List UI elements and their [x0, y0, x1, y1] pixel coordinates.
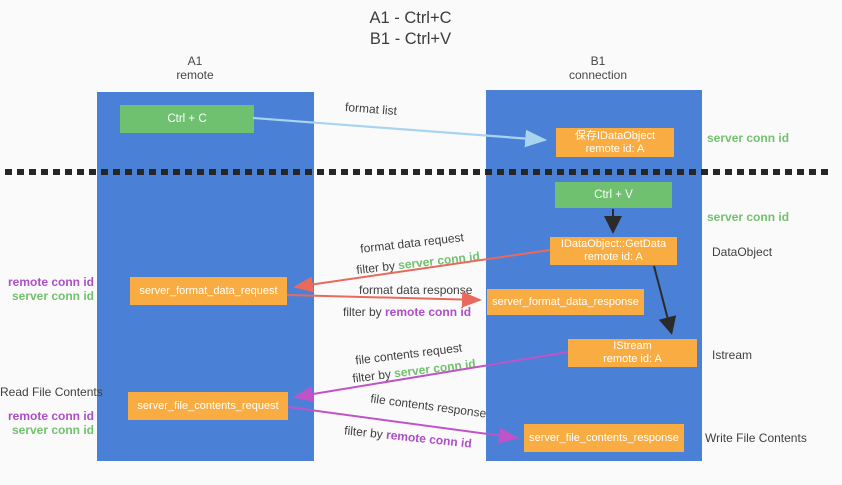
server-format-data-response-node: server_format_data_response	[487, 289, 644, 315]
server-conn-id-label-lower: server conn id	[11, 422, 94, 437]
save-idataobject-node: 保存IDataObject remote id: A	[556, 128, 674, 157]
file-contents-response-label: file contents response	[369, 391, 488, 421]
ctrl-c-node: Ctrl + C	[120, 105, 254, 133]
format-list-label: format list	[344, 99, 398, 119]
save-idataobject-line2: remote id: A	[585, 142, 645, 155]
diagram-title: A1 - Ctrl+C B1 - Ctrl+V	[0, 8, 821, 50]
read-file-contents-label: Read File Contents	[0, 385, 103, 399]
right-column-id: B1	[590, 54, 606, 68]
remote-conn-id-label-lower: remote conn id	[7, 409, 94, 423]
server-conn-id-label-top: server conn id	[707, 131, 790, 145]
istream-side-label: Istream	[712, 348, 753, 362]
filter-by-text: filter by	[351, 366, 396, 386]
left-column-header: A1 remote	[87, 54, 303, 82]
server-file-contents-request-label: server_file_contents_request	[137, 399, 279, 412]
server-format-data-request-label: server_format_data_request	[139, 284, 278, 297]
remote-conn-id-inline: remote conn id	[385, 305, 472, 319]
conn-id-stack-upper: remote conn id server conn id	[0, 275, 94, 303]
istream-node: IStream remote id: A	[568, 339, 697, 367]
server-conn-id-label-mid: server conn id	[707, 210, 790, 224]
server-conn-id-label-upper: server conn id	[11, 288, 94, 303]
server-file-contents-request-node: server_file_contents_request	[128, 392, 288, 420]
save-idataobject-line1: 保存IDataObject	[574, 129, 656, 142]
filter-by-text: filter by	[343, 423, 387, 442]
right-column-header: B1 connection	[490, 54, 706, 82]
dotted-divider	[5, 169, 833, 175]
getdata-line2: remote id: A	[584, 251, 643, 263]
server-file-contents-response-label: server_file_contents_response	[529, 431, 679, 444]
format-data-response-label: format data response	[359, 283, 473, 297]
istream-line1: IStream	[613, 340, 652, 352]
title-line-2: B1 - Ctrl+V	[369, 30, 452, 48]
filter-by-text: filter by	[343, 305, 386, 319]
server-conn-id-inline: server conn id	[397, 249, 481, 273]
right-column-name: connection	[568, 68, 628, 82]
write-file-contents-label: Write File Contents	[705, 431, 807, 445]
file-contents-response-filter-label: filter by remote conn id	[344, 423, 473, 450]
remote-conn-id-label-upper: remote conn id	[7, 275, 94, 289]
format-data-response-filter-label: filter by remote conn id	[343, 305, 471, 319]
idataobject-getdata-node: IDataObject::GetData remote id: A	[550, 237, 677, 265]
server-format-data-response-label: server_format_data_response	[492, 295, 639, 308]
left-column-name: remote	[176, 68, 214, 82]
remote-conn-id-inline: remote conn id	[385, 427, 473, 451]
title-line-1: A1 - Ctrl+C	[369, 9, 452, 27]
ctrl-v-node: Ctrl + V	[555, 182, 672, 208]
dataobject-label: DataObject	[712, 245, 773, 259]
conn-id-stack-lower: remote conn id server conn id	[0, 409, 94, 437]
ctrl-v-label: Ctrl + V	[594, 188, 633, 201]
filter-by-text: filter by	[355, 258, 399, 277]
ctrl-c-label: Ctrl + C	[167, 112, 207, 125]
left-column-id: A1	[187, 54, 203, 68]
istream-line2: remote id: A	[603, 353, 662, 365]
getdata-line1: IDataObject::GetData	[560, 238, 667, 250]
server-format-data-request-node: server_format_data_request	[130, 277, 287, 305]
server-file-contents-response-node: server_file_contents_response	[524, 424, 684, 452]
